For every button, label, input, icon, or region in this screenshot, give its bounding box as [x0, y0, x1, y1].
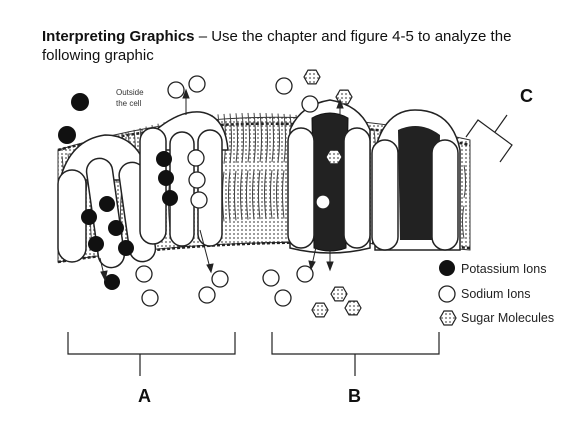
- sodium-ion: [190, 191, 208, 209]
- instructions: Interpreting Graphics – Use the chapter …: [42, 27, 572, 65]
- potassium-ion: [71, 93, 89, 111]
- carrier-protein-right: [371, 109, 461, 251]
- sodium-ion: [167, 81, 185, 99]
- carrier-right-dark-core: [398, 126, 440, 240]
- potassium-ions: [58, 93, 178, 290]
- potassium-ion: [156, 151, 172, 167]
- instructions-text: Use the chapter and figure 4-5 to analyz…: [42, 28, 512, 64]
- carrier-protein-b: [287, 99, 371, 254]
- sugar-molecule: [335, 89, 353, 105]
- legend: Potassium Ions Sodium Ions Sugar Molecul…: [438, 260, 554, 326]
- legend-sugar-symbol: [439, 310, 457, 326]
- carrier-b-channel: [311, 112, 349, 252]
- potassium-ion: [118, 240, 134, 256]
- channel-protein-sodium: [139, 111, 229, 247]
- transport-arrows: [99, 88, 344, 282]
- potassium-ion: [158, 170, 174, 186]
- sugar-molecule: [303, 69, 321, 85]
- bracket-b: [271, 332, 440, 376]
- sodium-ions: [135, 75, 331, 307]
- bracket-c: [465, 114, 513, 163]
- label-b: B: [348, 386, 361, 406]
- lipid-tail: [462, 164, 466, 239]
- label-c: C: [520, 86, 533, 106]
- lipid-tail: [246, 112, 250, 220]
- sugar-molecule: [344, 300, 362, 316]
- arrow-head: [182, 88, 190, 99]
- channel-sodium-subunit: [197, 129, 223, 247]
- bracket-a-shape: [67, 332, 236, 376]
- arrow-head: [308, 260, 316, 271]
- sodium-ion: [211, 270, 229, 288]
- legend-sodium-symbol: [438, 285, 456, 303]
- potassium-ion: [81, 209, 97, 225]
- sodium-ion: [315, 194, 331, 210]
- potassium-ion: [58, 126, 76, 144]
- legend-potassium-symbol: [439, 260, 455, 276]
- sodium-ion: [275, 77, 293, 95]
- label-a: A: [138, 386, 151, 406]
- sodium-ion: [141, 289, 159, 307]
- instructions-dash: –: [194, 28, 212, 45]
- sodium-ion: [188, 75, 206, 93]
- sugar-molecule: [330, 286, 348, 302]
- potassium-ion: [108, 220, 124, 236]
- sodium-ion: [301, 95, 319, 113]
- sodium-ion: [274, 289, 292, 307]
- arrow-head: [326, 261, 334, 272]
- outside-label-line2: the cell: [116, 99, 142, 108]
- potassium-ion: [162, 190, 178, 206]
- potassium-ion: [88, 236, 104, 252]
- arrow-head: [336, 98, 344, 109]
- potassium-ion: [104, 274, 120, 290]
- lipid-tail: [228, 113, 232, 221]
- instructions-title: Interpreting Graphics: [42, 28, 195, 45]
- legend-sodium-label: Sodium Ions: [461, 287, 530, 301]
- sugar-molecule: [325, 149, 343, 165]
- carrier-b-subunit: [287, 127, 315, 249]
- lipid-tail: [276, 113, 280, 219]
- lipid-tail: [234, 113, 238, 221]
- sugar-molecules: [303, 69, 362, 318]
- arrow-line: [311, 237, 319, 266]
- arrow-line: [199, 229, 211, 269]
- sodium-ion: [135, 265, 153, 283]
- legend-sugar-label: Sugar Molecules: [461, 311, 554, 325]
- sodium-ion: [262, 269, 280, 287]
- sodium-ion: [296, 265, 314, 283]
- carrier-right-subunit: [371, 139, 399, 251]
- sodium-ion: [187, 149, 205, 167]
- lipid-tail: [252, 112, 256, 220]
- channel-sodium-subunit: [169, 131, 195, 247]
- sodium-ion: [198, 286, 216, 304]
- bracket-c-shape: [465, 114, 513, 163]
- outside-label-line1: Outside: [116, 88, 144, 97]
- lipid-tail: [282, 113, 286, 219]
- lipid-tail: [264, 112, 268, 219]
- bracket-b-shape: [271, 332, 440, 376]
- potassium-ion: [99, 196, 115, 212]
- arrow-head: [206, 263, 214, 274]
- lipid-tail: [240, 112, 244, 221]
- arrow-head: [100, 270, 108, 282]
- legend-potassium-label: Potassium Ions: [461, 262, 546, 276]
- bracket-a: [67, 332, 236, 376]
- carrier-b-subunit: [343, 127, 371, 249]
- sugar-molecule: [311, 302, 329, 318]
- carrier-right-subunit: [431, 139, 459, 251]
- lipid-tail: [258, 112, 262, 220]
- sodium-ion: [188, 171, 206, 189]
- lipid-tail: [270, 113, 274, 219]
- channel-sodium-subunit: [139, 127, 167, 245]
